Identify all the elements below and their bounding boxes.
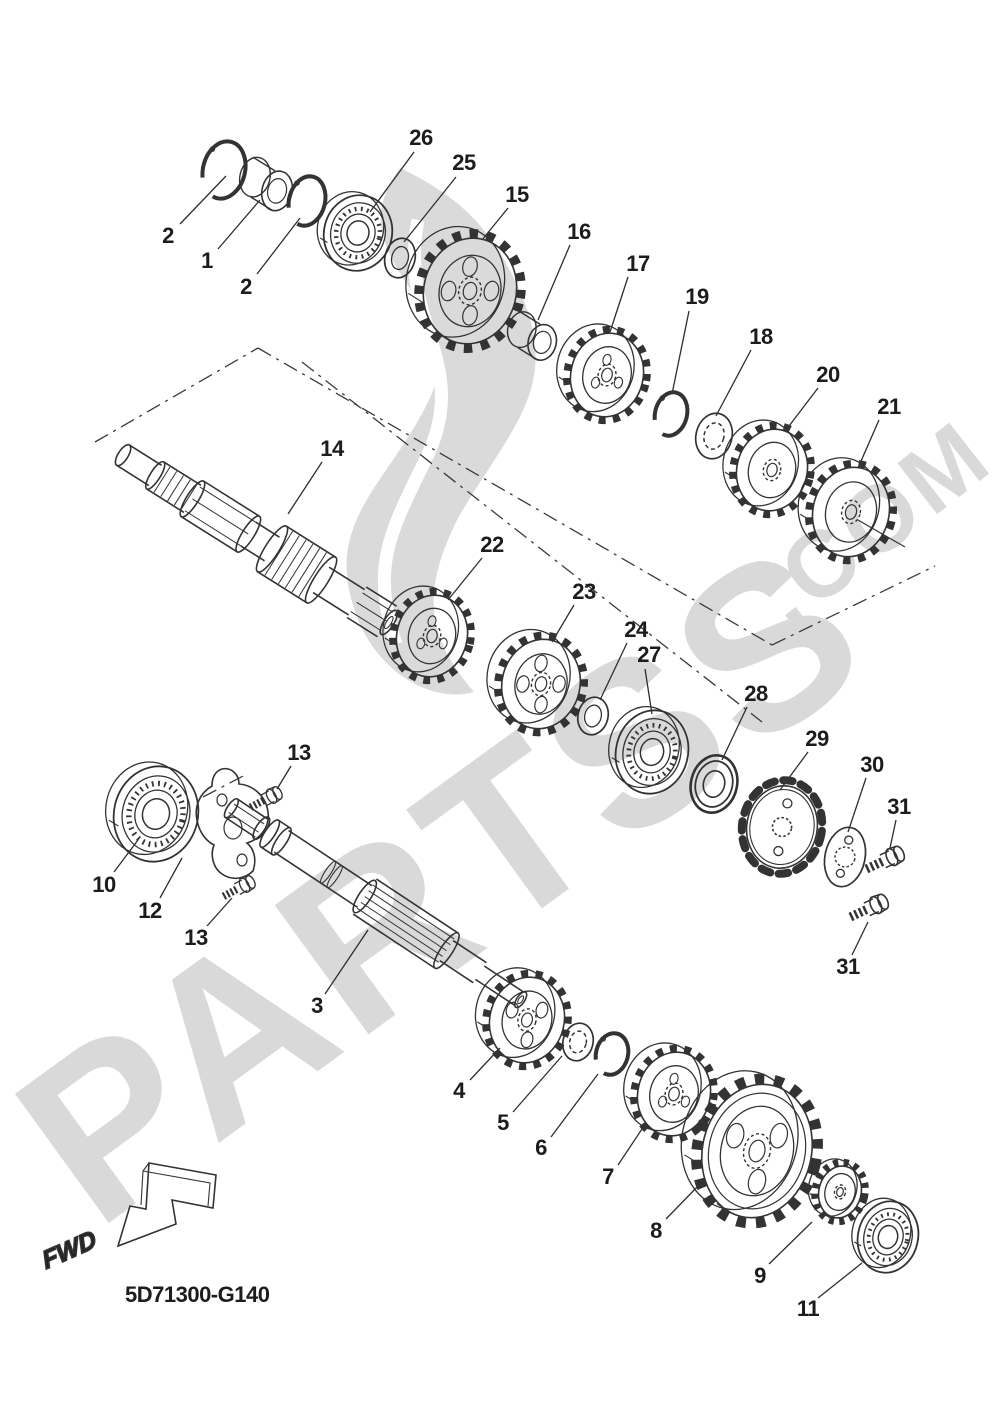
part-number-label: 13 (287, 740, 311, 765)
bushing-16-drawing (506, 311, 558, 361)
part-number-label: 3 (311, 993, 323, 1018)
part-number-label: 9 (754, 1263, 766, 1288)
plate-30-drawing (823, 826, 867, 888)
part-number-label: 22 (480, 532, 504, 557)
part-number-label: 11 (796, 1296, 820, 1321)
part-number-label: 17 (626, 251, 650, 276)
part-number-label: 14 (320, 436, 344, 461)
bearing-retainer-bracket-drawing (195, 767, 270, 880)
washer-5-drawing (561, 1022, 595, 1062)
part-number-label: 24 (624, 617, 648, 642)
part-number-label: 6 (535, 1135, 547, 1160)
input-shaft-drawing (114, 443, 399, 638)
part-number-label: 1 (201, 248, 213, 273)
washer-25-drawing (383, 237, 417, 279)
circlip-6-drawing (593, 1031, 631, 1077)
washer-24-drawing (576, 696, 610, 736)
watermark-flame-split (377, 218, 448, 647)
sprocket-29-drawing (737, 776, 827, 878)
circlip-19-drawing (652, 390, 690, 438)
part-number-label: 31 (887, 794, 911, 819)
part-number-label: 7 (602, 1164, 614, 1189)
part-number-label: 12 (138, 898, 162, 923)
bolt-31b-drawing (848, 893, 890, 922)
part-number-label: 16 (567, 219, 591, 244)
part-number-label: 8 (650, 1218, 662, 1243)
part-number-label: 18 (749, 324, 773, 349)
part-number-label: 10 (92, 872, 116, 897)
part-number-label: 30 (860, 752, 884, 777)
gear-8-drawing (680, 1070, 823, 1229)
bushing-1-drawing (238, 156, 294, 212)
part-number-label: 27 (637, 642, 661, 667)
part-number-label: 25 (452, 150, 476, 175)
part-number-label: 31 (836, 954, 860, 979)
part-number-label: 5 (497, 1110, 509, 1135)
part-number-label: 28 (744, 681, 768, 706)
circlip-2b-drawing (286, 174, 328, 228)
gear-15-drawing (405, 225, 526, 353)
diagram-code: 5D71300-G140 (125, 1282, 270, 1307)
part-number-label: 13 (184, 925, 208, 950)
washer-18-drawing (694, 412, 734, 460)
gear21-axis-tick (857, 519, 906, 548)
part-number-label: 23 (572, 579, 596, 604)
gear-23-drawing (486, 628, 589, 737)
output-shaft-drawing (223, 797, 528, 1009)
bearing-26-drawing (316, 191, 394, 272)
gear-21-drawing (797, 457, 898, 565)
gear-9-drawing (807, 1158, 869, 1226)
circlip-2a-drawing (200, 139, 248, 201)
bearing-10-drawing (104, 761, 200, 863)
part-number-label: 2 (240, 274, 252, 299)
seal-28-drawing (689, 754, 739, 814)
part-number-label: 15 (505, 182, 529, 207)
bearing-27-drawing (608, 705, 690, 795)
bearing-11-drawing (851, 1197, 920, 1274)
axis-dash-dot-lines (94, 347, 936, 798)
part-number-label: 19 (685, 284, 709, 309)
bolt-31a-drawing (864, 845, 906, 874)
part-number-label: 26 (409, 125, 433, 150)
gear-17-drawing (556, 323, 651, 425)
part-number-label: 21 (877, 394, 901, 419)
part-number-label: 20 (816, 362, 840, 387)
part-number-label: 29 (805, 726, 829, 751)
gear-22-drawing (382, 585, 475, 685)
part-number-label: 4 (453, 1078, 465, 1103)
part-number-label: 2 (162, 223, 174, 248)
